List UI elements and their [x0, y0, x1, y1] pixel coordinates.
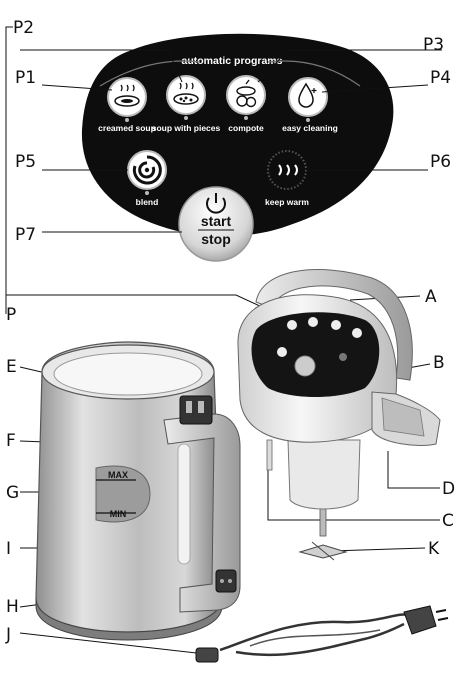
callout-E: E — [6, 357, 17, 377]
program-label-soup-with-pieces: soup with pieces — [152, 123, 221, 133]
stop-label: stop — [201, 231, 231, 247]
program-button-compote[interactable]: compote — [226, 75, 266, 133]
callout-P5: P5 — [15, 152, 36, 172]
callout-G: G — [6, 483, 19, 503]
level-sensor — [266, 439, 273, 471]
callout-P7: P7 — [15, 225, 36, 245]
callout-K: K — [428, 539, 440, 559]
callout-P6: P6 — [430, 152, 451, 172]
jug-connector — [179, 395, 213, 425]
callout-P3: P3 — [423, 35, 444, 55]
callout-F: F — [6, 431, 16, 451]
program-label-keep-warm: keep warm — [265, 197, 309, 207]
blade-housing — [287, 439, 361, 510]
panel-title: automatic programs — [182, 55, 283, 67]
callout-J: J — [5, 625, 11, 645]
callout-P2: P2 — [13, 18, 34, 38]
wall-plug — [403, 605, 449, 635]
motor-head-unit — [237, 269, 441, 561]
program-label-blend: blend — [136, 197, 159, 207]
power-cord — [195, 605, 449, 663]
callout-P4: P4 — [430, 68, 451, 88]
head-handle — [255, 269, 413, 381]
program-label-easy-cleaning: easy cleaning — [282, 123, 338, 133]
program-button-soup-with-pieces[interactable]: soup with pieces — [152, 75, 221, 133]
blade — [298, 541, 348, 561]
callout-labels: P2 P1 P5 P7 P P3 P4 P6 A B D C K E F G I… — [5, 18, 455, 645]
power-socket — [215, 569, 237, 593]
callout-P: P — [6, 305, 16, 325]
program-label-creamed-soup: creamed soup — [98, 123, 156, 133]
start-label: start — [201, 213, 232, 229]
max-label: MAX — [108, 470, 128, 480]
jug: MAX MIN — [35, 341, 241, 641]
blend-swirl-icon — [132, 155, 162, 185]
callout-A: A — [425, 287, 437, 307]
steam-icon — [278, 164, 298, 176]
compote-icon — [236, 79, 257, 108]
panel-arc-left — [99, 60, 201, 87]
callout-I: I — [6, 539, 11, 559]
control-panel: automatic programs creamed soup — [81, 33, 394, 262]
callout-B: B — [433, 353, 445, 373]
callout-H: H — [6, 597, 19, 617]
callout-D: D — [442, 479, 455, 499]
program-button-blend[interactable]: blend — [127, 150, 167, 207]
callout-C: C — [442, 511, 454, 531]
power-icon — [206, 193, 226, 214]
jug-handle[interactable] — [163, 413, 241, 613]
program-button-creamed-soup[interactable]: creamed soup — [98, 77, 156, 133]
appliance-plug — [195, 647, 219, 663]
min-label: MIN — [110, 509, 127, 519]
program-button-easy-cleaning[interactable]: easy cleaning — [282, 77, 338, 133]
jug-opening — [53, 352, 203, 396]
chunky-soup-icon — [173, 82, 199, 105]
start-stop-button[interactable]: start stop — [178, 186, 254, 262]
creamed-soup-icon — [114, 84, 140, 107]
head-control-panel — [251, 312, 380, 397]
cleaning-drop-icon — [298, 82, 317, 108]
callout-P1: P1 — [15, 68, 36, 88]
program-label-compote: compote — [228, 123, 264, 133]
